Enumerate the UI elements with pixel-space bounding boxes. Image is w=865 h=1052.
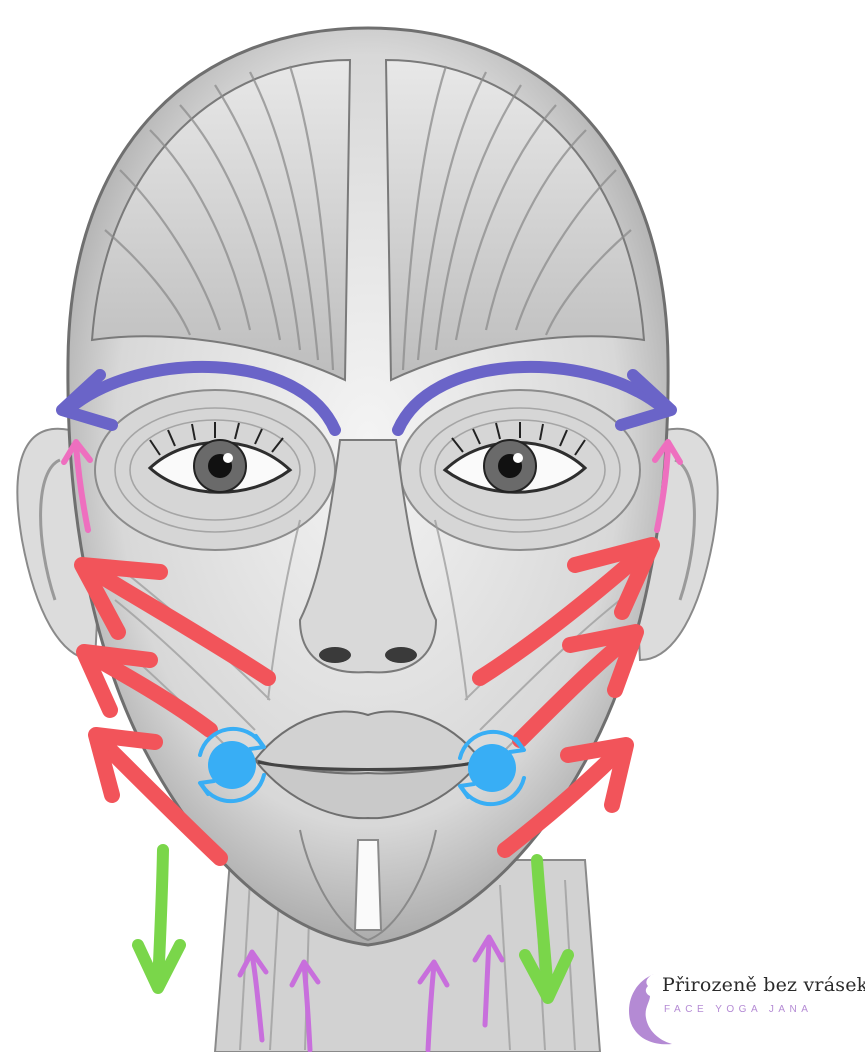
brand-name: Přirozeně bez vrásek [662,974,865,996]
brand-subtitle: FACE YOGA JANA [664,1004,812,1015]
brand: Přirozeně bez vrásek FACE YOGA JANA [620,968,860,1048]
left-frontalis [92,60,350,380]
face-illustration [17,28,717,1052]
right-frontalis [386,60,644,380]
neck-down-arrow-left [158,850,163,985]
